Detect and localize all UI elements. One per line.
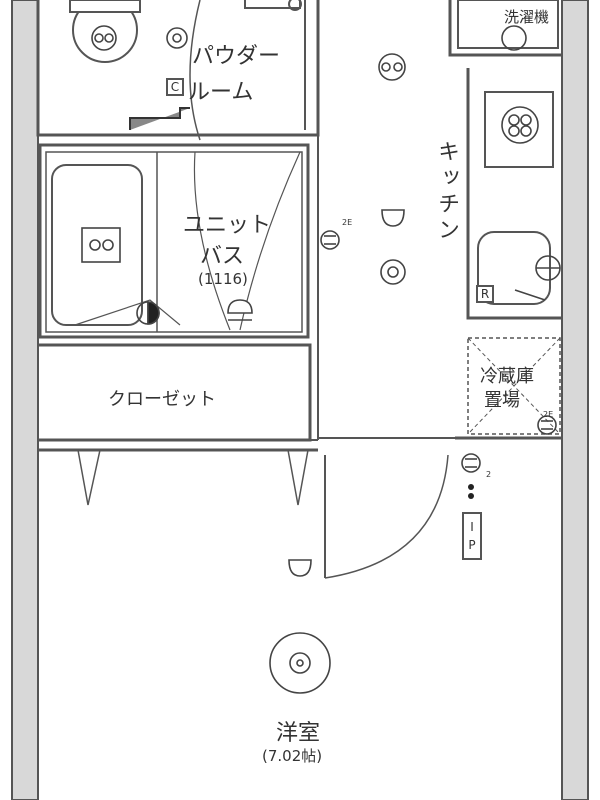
western-room-label: 洋室 <box>276 721 321 746</box>
unit-bath-label-1: ユニット <box>183 213 272 238</box>
ip-box: I P <box>462 512 482 560</box>
unit-bath-label-2: バス <box>200 244 245 269</box>
outlet-2e-label: 2E <box>342 218 353 227</box>
bath-light-icon <box>81 227 121 263</box>
western-room-area: (7.02帖) <box>262 747 323 765</box>
kitchen-label: キッチン <box>434 140 459 244</box>
outer-wall-left <box>11 0 39 800</box>
closet-door-left <box>77 449 101 506</box>
bathtub <box>51 164 143 326</box>
ip-box-p: P <box>468 538 476 552</box>
outlet-2e-label-b: 2E <box>543 410 554 419</box>
closet-label: クローゼット <box>108 389 216 410</box>
bath-switch-icon <box>136 301 160 325</box>
unit-bath-inner <box>45 151 303 333</box>
toilet-tank <box>69 0 141 13</box>
unit-bath-size: (1116) <box>198 270 248 288</box>
outlet-icon-hall <box>320 230 340 250</box>
fridge-label-2: 置場 <box>484 390 520 411</box>
kitchen-counter-wall <box>466 68 562 320</box>
powder-top-fixture <box>244 0 301 9</box>
outlet-icon-fridge <box>537 415 557 435</box>
main-door-arc <box>324 454 449 579</box>
main-room-downlight-icon <box>288 559 312 577</box>
c-outlet-box: C <box>166 78 184 96</box>
kitchen-light-icon <box>380 259 406 285</box>
powder-door-arc <box>189 0 201 141</box>
fridge-area <box>467 337 561 435</box>
outlet-2-label: 2 <box>486 470 492 479</box>
main-room-light-icon <box>269 632 331 694</box>
unit-bath-walls <box>38 143 310 339</box>
powder-room-walls <box>36 0 320 137</box>
washer-drain-icon <box>501 25 527 51</box>
outer-wall-right <box>561 0 589 800</box>
toilet-bowl <box>72 0 138 63</box>
bath-door-arc-c <box>74 299 181 326</box>
washer-label: 洗濯機 <box>504 8 550 26</box>
powder-light-icon <box>166 27 188 49</box>
fridge-label-1: 冷蔵庫 <box>480 366 534 387</box>
kitchen-cabinet-wall <box>448 0 562 57</box>
fridge-diag-b <box>467 337 561 435</box>
ip-box-i: I <box>470 520 474 534</box>
kitchen-downlight-icon <box>381 209 405 227</box>
bath-downlight-icon <box>227 299 253 321</box>
stove-burner-icon <box>501 106 539 144</box>
stove-box <box>484 91 554 168</box>
closet-door-right <box>287 449 309 506</box>
r-outlet-box: R <box>476 285 494 303</box>
sink-faucet-icon <box>514 255 561 301</box>
switch-dot-icon <box>468 484 474 490</box>
bath-door-arc-a <box>193 151 231 331</box>
hall-light-icon <box>378 53 406 81</box>
powder-room-label-2: ルーム <box>188 80 254 105</box>
outlet-icon-main <box>461 453 481 473</box>
powder-top-fixture-circle <box>288 0 302 11</box>
washbasin-counter <box>129 107 190 130</box>
toilet-light-icon <box>91 25 117 51</box>
switch-dot-icon <box>468 493 474 499</box>
powder-room-label-1: パウダー <box>192 44 281 69</box>
